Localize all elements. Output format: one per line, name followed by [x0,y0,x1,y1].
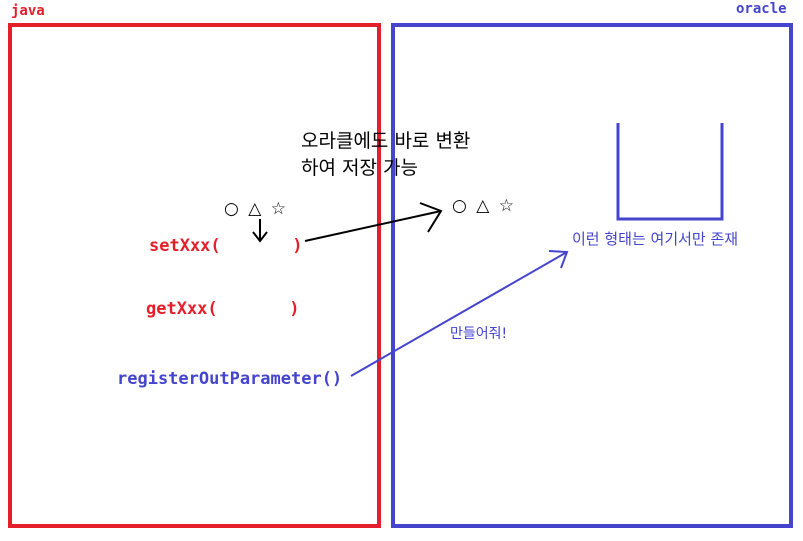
set-method-label: setXxx( ) [149,236,303,256]
java-region-label: java [11,3,45,19]
oracle-region-label: oracle [736,1,787,17]
java-region-box [8,23,381,528]
down-arrow [252,219,268,243]
make-note: 만들어줘! [450,326,508,342]
get-method-label: getXxx( ) [146,299,300,319]
convert-arrow [304,202,443,242]
oracle-symbols: ○ △ ☆ [452,196,514,216]
make-arrow [350,250,569,377]
convert-note-line-2: 하여 저장 가능 [301,157,418,179]
java-symbols: ○ △ ☆ [224,199,286,219]
convert-note-line-1: 오라클에도 바로 변환 [301,130,471,152]
register-out-parameter-label: registerOutParameter() [117,369,343,389]
oracle-region-box [391,23,793,528]
structure-note: 이런 형태는 여기서만 존재 [572,230,739,248]
table-shape [616,123,724,221]
convert-note: 오라클에도 바로 변환 하여 저장 가능 [301,128,470,182]
